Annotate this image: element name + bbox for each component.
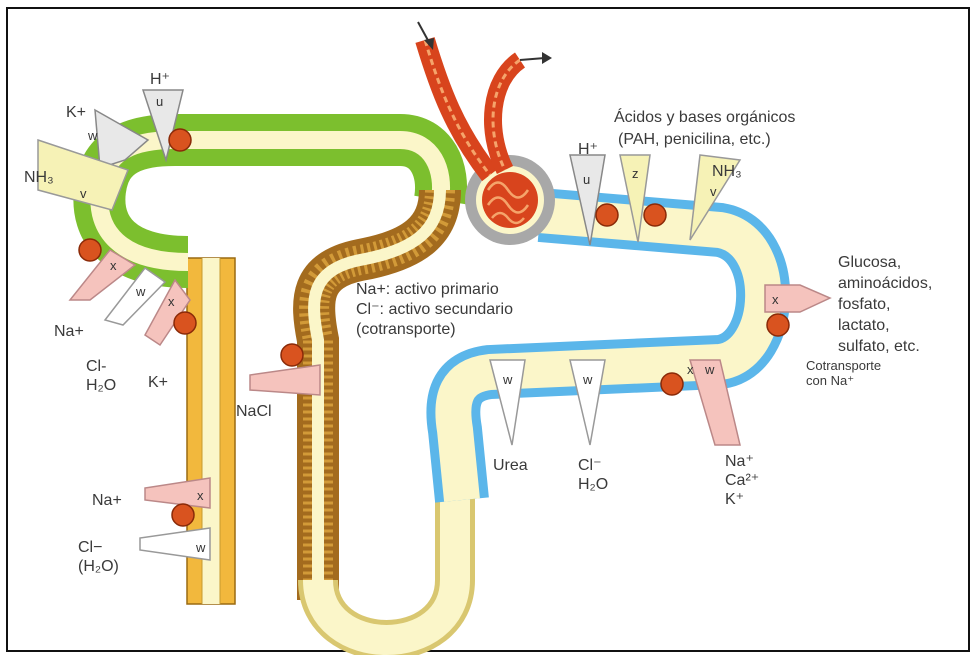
label-nh3-left: NH₃ bbox=[24, 168, 54, 187]
letter-w6: w bbox=[583, 370, 592, 389]
letter-w1: w bbox=[88, 126, 97, 145]
pump-icon bbox=[596, 204, 618, 226]
pump-icon bbox=[661, 373, 683, 395]
letter-w5: w bbox=[503, 370, 512, 389]
label-organic-2: (PAH, penicilina, etc.) bbox=[618, 130, 771, 149]
pump-icon bbox=[767, 314, 789, 336]
label-cl-h2o-collect: Cl− (H₂O) bbox=[78, 538, 119, 576]
letter-x5: x bbox=[687, 360, 694, 379]
letter-v2: v bbox=[710, 182, 717, 201]
label-nacl: NaCl bbox=[236, 402, 272, 421]
pump-icon bbox=[79, 239, 101, 261]
letter-x1: x bbox=[110, 256, 117, 275]
label-cl-h2o-left: Cl- H₂O bbox=[86, 357, 116, 395]
label-h-right: H⁺ bbox=[578, 140, 598, 159]
letter-x4: x bbox=[772, 290, 779, 309]
pump-icon bbox=[169, 129, 191, 151]
letter-w3: w bbox=[196, 538, 205, 557]
letter-z1: z bbox=[632, 164, 639, 183]
label-urea: Urea bbox=[493, 456, 528, 475]
letter-u2: u bbox=[583, 170, 590, 189]
letter-x3: x bbox=[197, 486, 204, 505]
letter-w2: w bbox=[136, 282, 145, 301]
label-loop-text-1: Na+: activo primario bbox=[356, 280, 499, 299]
pump-icon bbox=[174, 312, 196, 334]
pump-icon bbox=[644, 204, 666, 226]
letter-u1: u bbox=[156, 92, 163, 111]
label-cotransport: Cotransporte con Na⁺ bbox=[806, 358, 881, 388]
letter-w4: w bbox=[705, 360, 714, 379]
letter-v1: v bbox=[80, 184, 87, 203]
label-organic-1: Ácidos y bases orgánicos bbox=[614, 108, 795, 127]
pump-icon bbox=[281, 344, 303, 366]
pump-icon bbox=[172, 504, 194, 526]
letter-x2: x bbox=[168, 292, 175, 311]
label-na-left: Na+ bbox=[54, 322, 84, 341]
label-na-collect: Na+ bbox=[92, 491, 122, 510]
label-loop-text-2: Cl⁻: activo secundario bbox=[356, 300, 513, 319]
label-na-ca-k: Na⁺ Ca²⁺ K⁺ bbox=[725, 452, 759, 509]
label-k-plus-lower: K+ bbox=[148, 373, 168, 392]
label-k-plus: K+ bbox=[66, 103, 86, 122]
label-nh3-right: NH₃ bbox=[712, 162, 742, 181]
label-glucose: Glucosa, aminoácidos, fosfato, lactato, … bbox=[838, 252, 932, 357]
label-h-top-left: H⁺ bbox=[150, 70, 170, 89]
label-loop-text-3: (cotransporte) bbox=[356, 320, 456, 339]
label-cl-h2o-right: Cl⁻ H₂O bbox=[578, 456, 608, 494]
